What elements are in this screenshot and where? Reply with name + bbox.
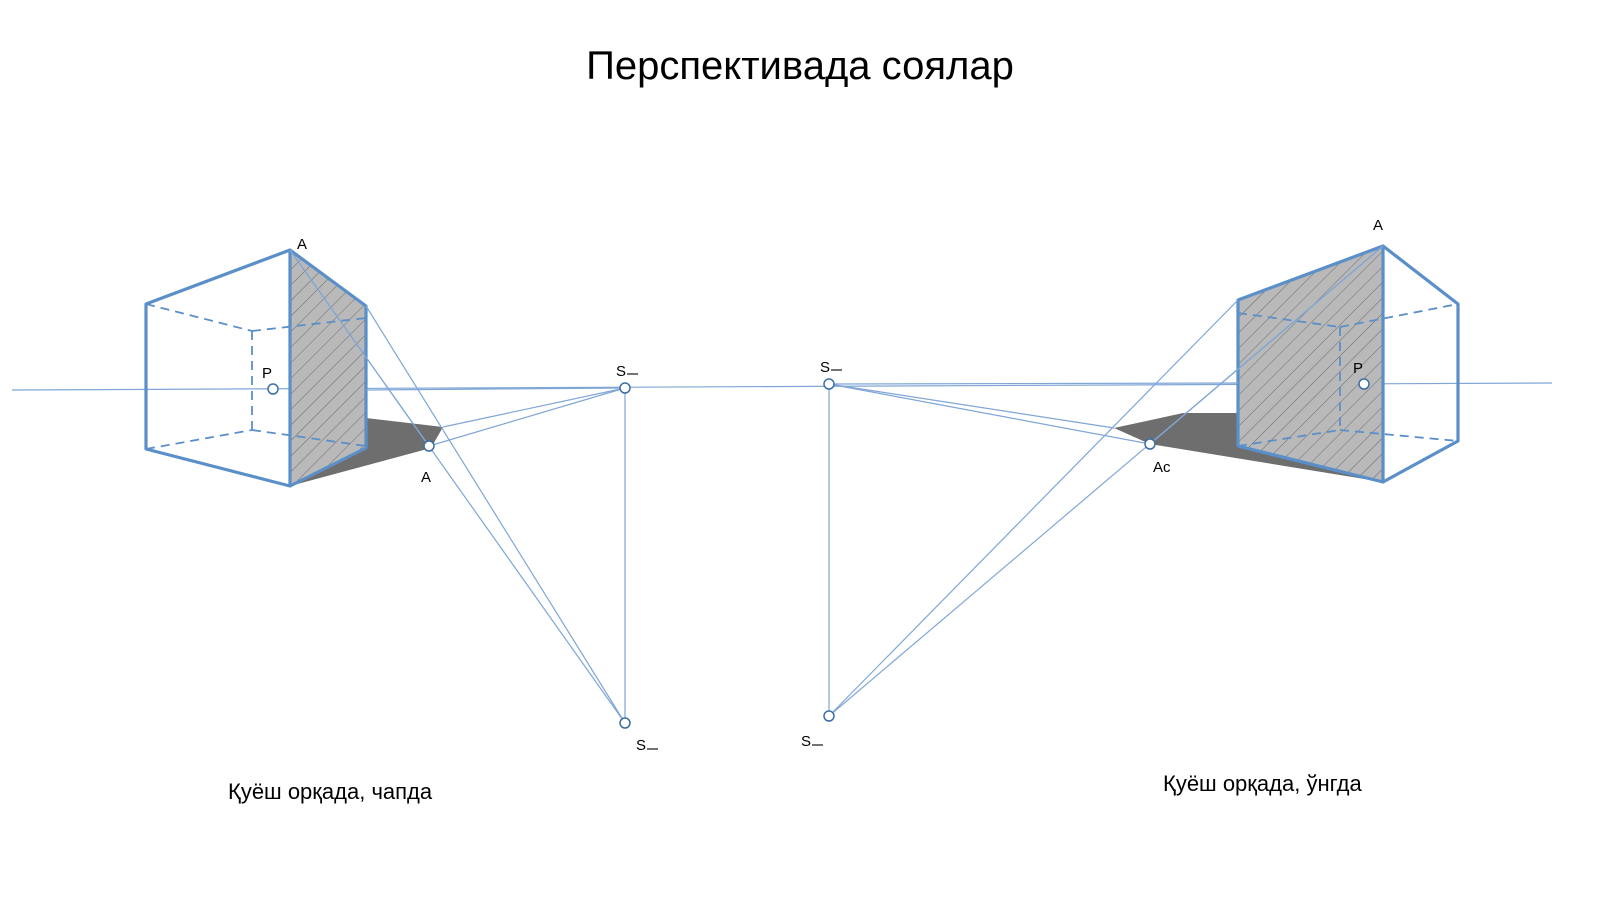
right-label-p: P	[1353, 360, 1363, 377]
left-shadow-face	[289, 249, 367, 487]
caption-right: Қуёш орқада, ўнгда	[1163, 771, 1362, 796]
right-label-a-shadow: Ac	[1153, 459, 1171, 476]
right-label-s-sun-proj: S	[820, 359, 830, 376]
left-label-p: P	[262, 365, 272, 382]
right-point-s-sun-proj	[823, 378, 835, 390]
left-visible-edges	[144, 248, 368, 488]
caption-left: Қуёш орқада, чапда	[228, 779, 433, 804]
left-label-s-sun: S	[636, 737, 646, 754]
right-label-s-sun: S	[801, 733, 811, 750]
right-point-a-shadow	[1144, 438, 1156, 450]
left-hidden-edges	[145, 303, 367, 450]
left-ground-shadow	[290, 418, 443, 486]
right-hidden-edges	[1237, 303, 1459, 447]
right-point-s-sun	[823, 710, 835, 722]
right-visible-edges	[1236, 244, 1460, 484]
left-cube-group: A A P S S	[144, 236, 658, 754]
right-label-a-top: A	[1373, 217, 1383, 234]
right-point-p	[1358, 378, 1370, 390]
left-point-s-sun-proj	[619, 382, 631, 394]
left-point-a-shadow	[423, 440, 435, 452]
left-label-s-sun-proj: S	[616, 363, 626, 380]
slide-title: Перспективада соялар	[586, 44, 1014, 88]
left-point-p	[267, 383, 279, 395]
left-label-a-top: A	[297, 236, 307, 253]
left-point-s-sun	[619, 717, 631, 729]
right-cube-group: A Ac P S S	[801, 217, 1460, 750]
right-construction-lines	[828, 245, 1384, 717]
left-construction-lines	[289, 249, 626, 724]
left-label-a-shadow: A	[421, 469, 431, 486]
